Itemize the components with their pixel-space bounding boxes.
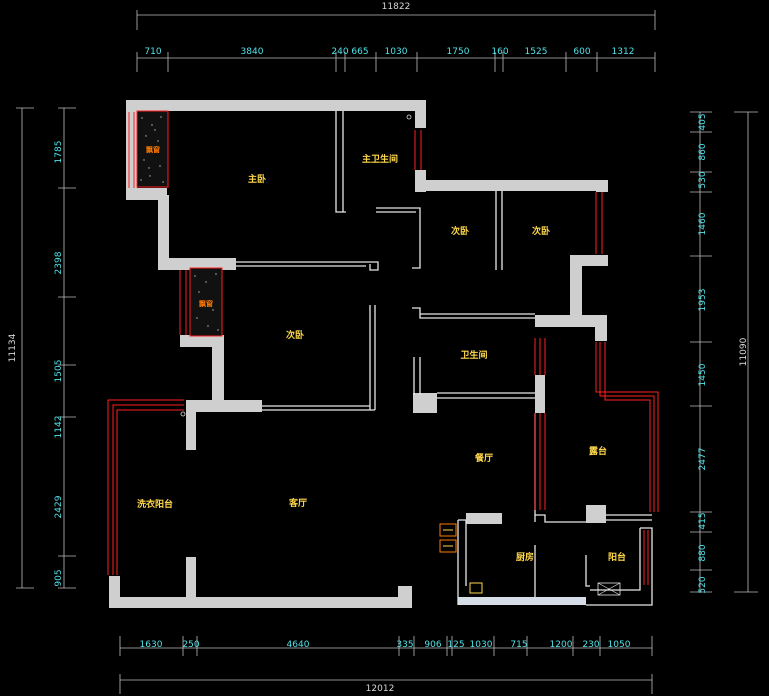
dim-bottom: 1200 bbox=[550, 640, 573, 650]
dim-right: 880 bbox=[698, 544, 708, 561]
dim-bottom: 4640 bbox=[287, 640, 310, 650]
room-kitchen: 厨房 bbox=[516, 551, 534, 563]
dim-left: 1142 bbox=[54, 416, 64, 439]
dim-total-left: 11134 bbox=[8, 333, 18, 362]
dim-left: 1505 bbox=[54, 360, 64, 383]
dim-bottom: 230 bbox=[582, 640, 599, 650]
dim-left: 1785 bbox=[54, 141, 64, 164]
bay-window-label-1: 飘窗 bbox=[146, 145, 160, 154]
dim-top: 1750 bbox=[447, 47, 470, 57]
room-second-bedroom-1: 次卧 bbox=[451, 225, 469, 237]
dim-top: 600 bbox=[573, 47, 590, 57]
room-dining: 餐厅 bbox=[474, 452, 493, 464]
dim-bottom: 335 bbox=[396, 640, 413, 650]
dim-right: 530 bbox=[698, 171, 708, 188]
dim-top: 240 bbox=[331, 47, 348, 57]
dim-right: 1450 bbox=[698, 363, 708, 386]
dim-bottom: 125 bbox=[447, 640, 464, 650]
pipe-markers bbox=[180, 114, 412, 417]
room-master-bedroom: 主卧 bbox=[248, 173, 266, 185]
dim-right: 405 bbox=[698, 113, 708, 130]
dim-left: 2429 bbox=[54, 495, 64, 518]
dim-right: 415 bbox=[698, 512, 708, 529]
bay-window-lower bbox=[189, 267, 223, 337]
room-second-bedroom-3: 次卧 bbox=[286, 329, 304, 341]
dim-left: 2398 bbox=[54, 251, 64, 274]
dim-top: 1312 bbox=[612, 47, 635, 57]
dim-right: 520 bbox=[698, 576, 708, 593]
dimension-lines bbox=[16, 10, 758, 694]
dim-bottom-labels: 1630 250 4640 335 906 125 1030 715 1200 … bbox=[140, 640, 631, 650]
bay-window-upper bbox=[136, 110, 169, 188]
kitchen-appliance-icons bbox=[439, 523, 483, 594]
dim-left-labels: 1785 2398 1505 1142 2429 905 bbox=[54, 141, 64, 587]
dim-right: 860 bbox=[698, 143, 708, 160]
dim-top: 665 bbox=[351, 47, 368, 57]
dim-bottom: 715 bbox=[510, 640, 527, 650]
room-living: 客厅 bbox=[288, 497, 307, 509]
dim-total-top: 11822 bbox=[382, 2, 411, 12]
dim-total-right: 11090 bbox=[739, 337, 749, 366]
dim-bottom: 250 bbox=[182, 640, 199, 650]
room-master-bath: 主卫生间 bbox=[362, 153, 398, 165]
room-balcony: 阳台 bbox=[608, 551, 626, 563]
windows bbox=[107, 112, 659, 585]
dim-top: 710 bbox=[144, 47, 161, 57]
dim-left: 905 bbox=[54, 569, 64, 586]
dim-top: 1030 bbox=[385, 47, 408, 57]
room-laundry-balcony: 洗衣阳台 bbox=[137, 498, 173, 510]
walls bbox=[109, 100, 608, 608]
room-second-bedroom-2: 次卧 bbox=[532, 225, 550, 237]
dim-right: 1460 bbox=[698, 212, 708, 235]
dim-bottom: 1630 bbox=[140, 640, 163, 650]
room-bathroom: 卫生间 bbox=[460, 349, 487, 361]
dim-bottom: 1030 bbox=[470, 640, 493, 650]
dim-bottom: 1050 bbox=[608, 640, 631, 650]
dim-right-labels: 405 860 530 1460 1953 1450 2477 415 880 … bbox=[698, 113, 708, 593]
dim-right: 2477 bbox=[698, 448, 708, 471]
dim-top: 1525 bbox=[525, 47, 548, 57]
room-terrace: 露台 bbox=[589, 445, 607, 457]
bay-window-label-2: 飘窗 bbox=[199, 299, 213, 308]
washer-icon bbox=[597, 582, 621, 596]
dim-top: 160 bbox=[491, 47, 508, 57]
partitions bbox=[236, 111, 653, 606]
dim-bottom: 906 bbox=[424, 640, 441, 650]
dim-total-bottom: 12012 bbox=[366, 684, 395, 694]
dim-top-labels: 710 3840 240 665 1030 1750 160 1525 600 … bbox=[144, 47, 634, 57]
dim-top: 3840 bbox=[241, 47, 264, 57]
dim-right: 1953 bbox=[698, 289, 708, 312]
